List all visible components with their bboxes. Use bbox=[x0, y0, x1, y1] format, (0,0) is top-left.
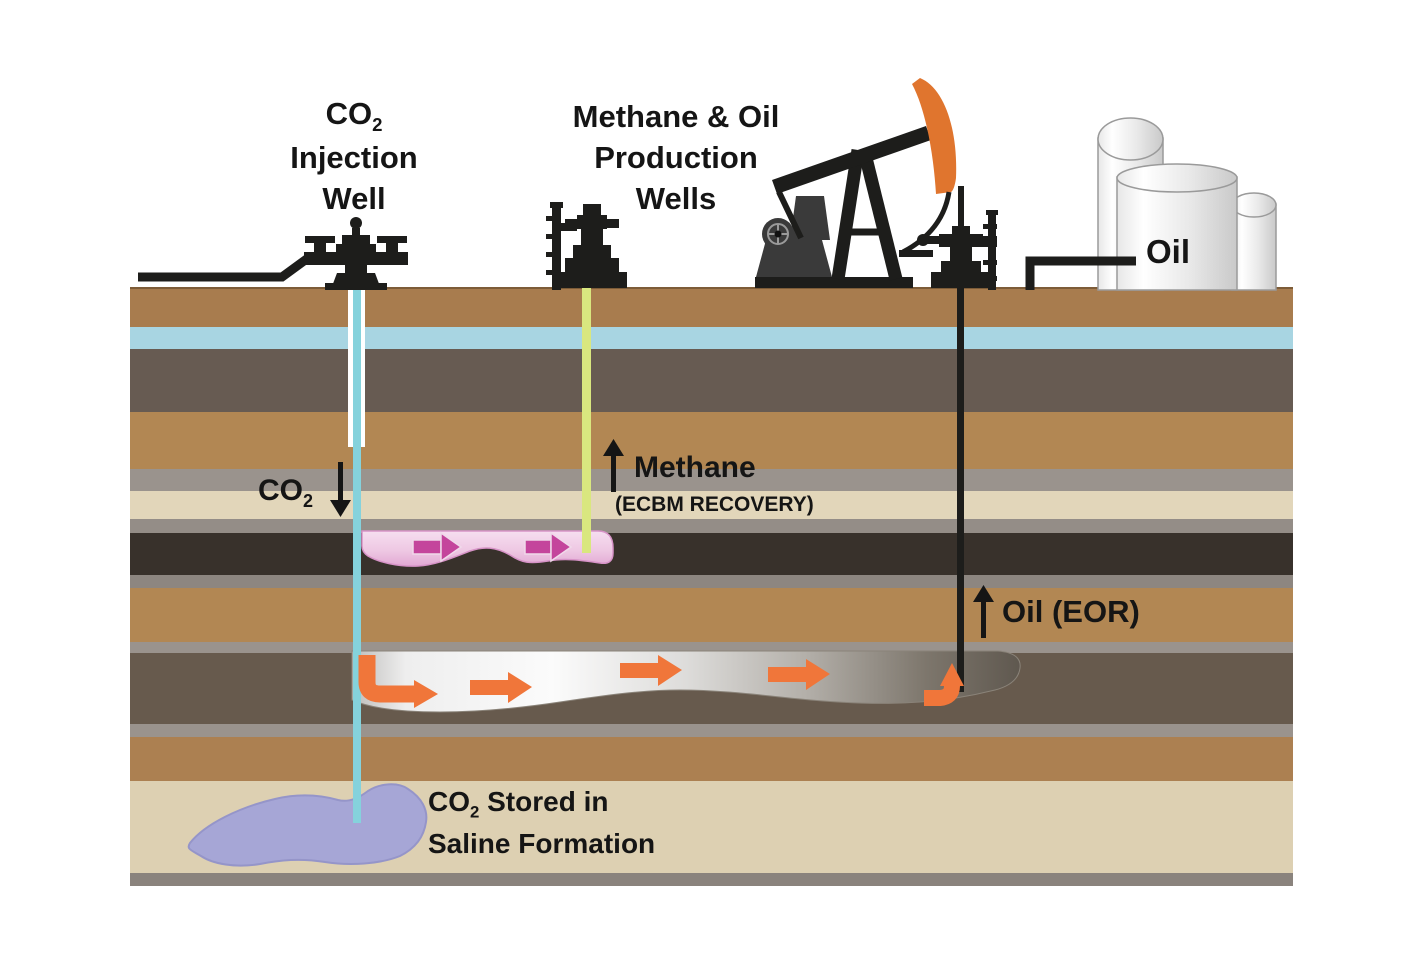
methane-up-arrow-icon bbox=[603, 439, 624, 492]
oil-eor-label: Oil (EOR) bbox=[1002, 594, 1140, 629]
layer-gray-seal-4 bbox=[130, 642, 1293, 653]
co2-stored-label: CO2 Stored in Saline Formation bbox=[428, 786, 656, 860]
layer-shale-cap bbox=[130, 349, 1293, 412]
methane-recovery-label: Methane bbox=[634, 451, 756, 484]
layer-sandstone-2 bbox=[130, 588, 1293, 642]
oil-tank bbox=[1231, 192, 1277, 291]
oil-tank bbox=[1116, 163, 1238, 291]
layer-gray-seal-2 bbox=[130, 519, 1293, 533]
flywheel bbox=[762, 218, 794, 250]
co2-injection-wellhead bbox=[304, 217, 408, 290]
ground-layers bbox=[130, 287, 1293, 886]
layer-coal-seam bbox=[130, 533, 1293, 575]
right-arrow-icon bbox=[524, 531, 573, 563]
layer-basement bbox=[130, 873, 1293, 886]
curved-right-arrow-icon bbox=[358, 655, 438, 708]
right-arrow-icon bbox=[412, 531, 463, 563]
bridle-cable bbox=[901, 191, 952, 255]
co2-plume-coal-seam bbox=[361, 530, 614, 567]
layer-gray-seal-3 bbox=[130, 575, 1293, 588]
layer-freshwater-aquifer bbox=[130, 327, 1293, 349]
co2-injection-well-tube bbox=[348, 287, 365, 823]
co2-oil-plume-reservoir bbox=[351, 650, 1021, 713]
right-arrow-icon bbox=[620, 655, 682, 686]
layer-surface-soil bbox=[130, 289, 1293, 327]
right-arrow-icon bbox=[470, 672, 532, 703]
oil-up-arrow-icon bbox=[973, 585, 994, 638]
oil-well-tube bbox=[957, 287, 964, 692]
co2-stored-blob bbox=[187, 783, 428, 867]
layer-gray-seal-5 bbox=[130, 724, 1293, 737]
oil-production-wellhead bbox=[917, 210, 998, 290]
oil-pipe-to-tank bbox=[1025, 256, 1136, 290]
co2-down-arrow-icon bbox=[330, 462, 351, 517]
walking-beam bbox=[772, 126, 931, 194]
polished-rod bbox=[958, 186, 964, 230]
co2-flow-arrows-reservoir bbox=[358, 655, 964, 708]
layer-sandstone-3 bbox=[130, 737, 1293, 781]
co2-injection-well-label: CO2 Injection Well bbox=[290, 96, 418, 216]
right-arrow-icon bbox=[768, 659, 830, 690]
horsehead bbox=[912, 78, 957, 194]
co2-flow-arrows-coal bbox=[412, 531, 573, 563]
layer-light-band bbox=[130, 491, 1293, 519]
oil-tank-label: Oil bbox=[1146, 233, 1191, 270]
layer-sandstone-1 bbox=[130, 412, 1293, 469]
curved-up-arrow-icon bbox=[924, 663, 964, 706]
co2-injection-flow-label: CO2 bbox=[258, 474, 314, 511]
ecbm-recovery-sublabel: (ECBM RECOVERY) bbox=[615, 493, 814, 516]
pump-jack bbox=[755, 78, 964, 288]
layer-gray-seal-1 bbox=[130, 469, 1293, 491]
methane-production-wellhead bbox=[546, 202, 627, 290]
production-wells-label: Methane & Oil Production Wells bbox=[572, 99, 780, 216]
methane-well-tube bbox=[582, 287, 591, 553]
